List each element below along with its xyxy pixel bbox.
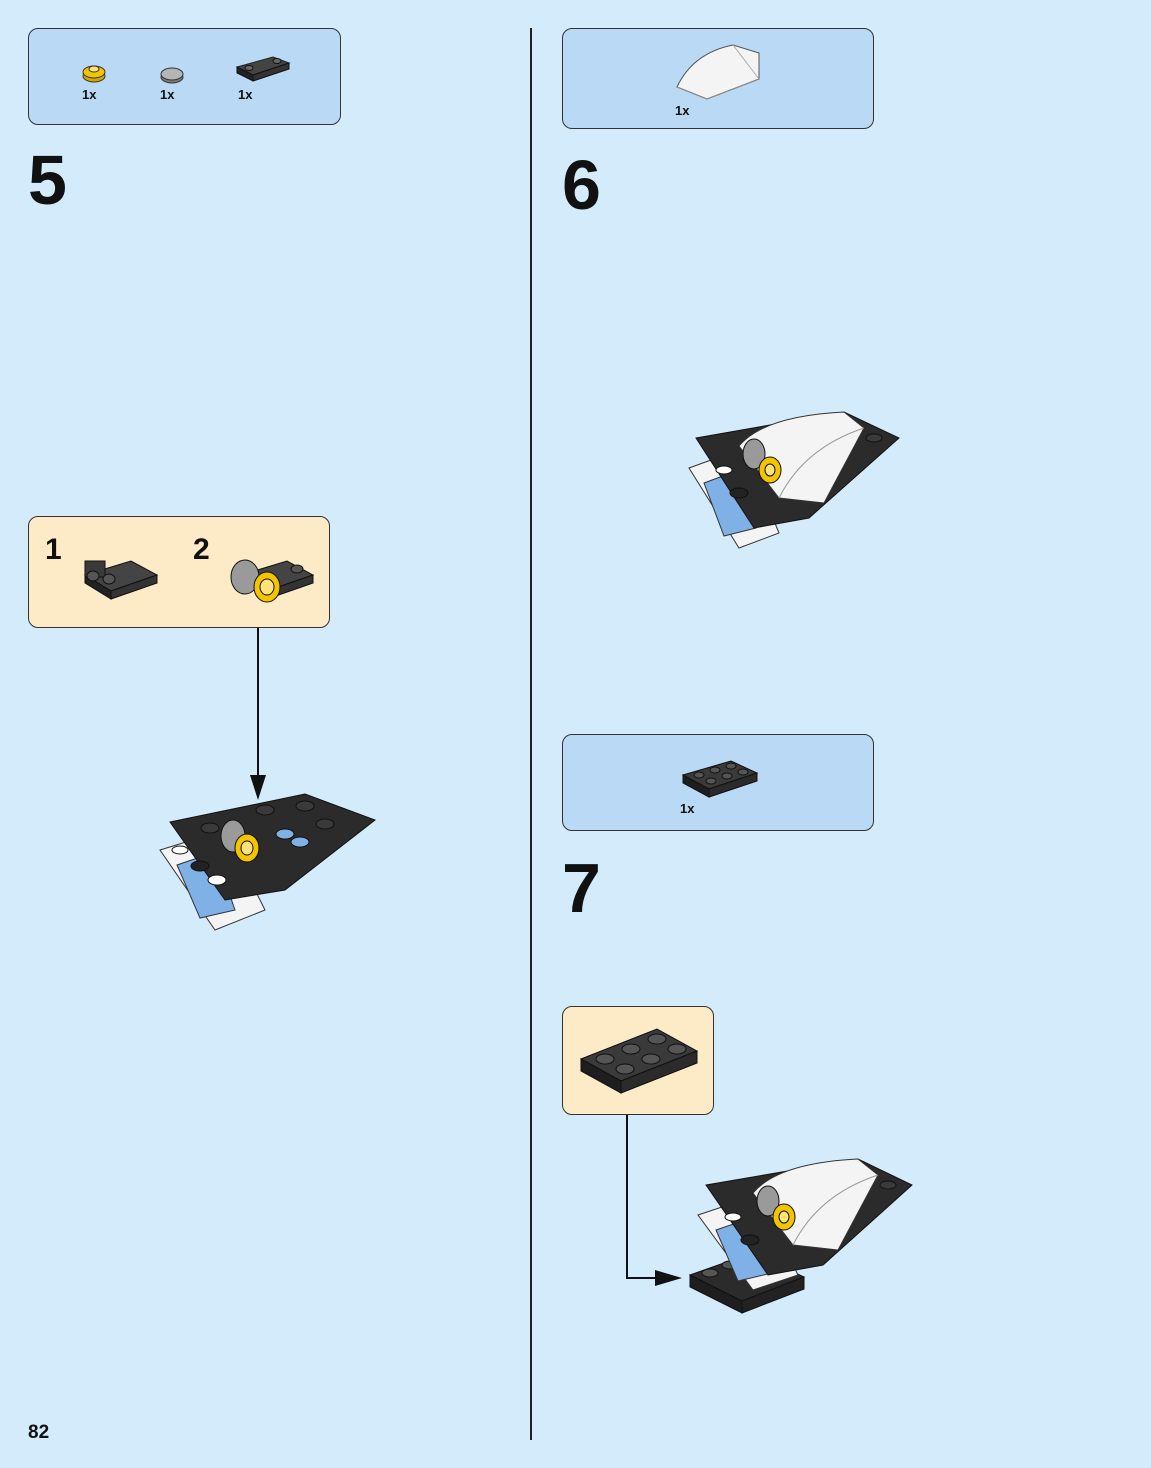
part-qty: 1x	[160, 87, 175, 102]
step-number: 7	[562, 849, 601, 927]
step5-model-illustration	[159, 793, 377, 931]
white-curved-slope-icon	[676, 44, 760, 100]
page-number: 82	[28, 1422, 50, 1443]
part-qty: 1x	[680, 801, 695, 816]
part-qty: 1x	[82, 87, 97, 102]
yellow-round-plate-icon	[82, 65, 106, 83]
step7-subassembly-callout	[562, 1006, 714, 1115]
column-divider	[530, 28, 532, 1440]
part-qty: 1x	[238, 87, 253, 102]
substep-number: 1	[45, 533, 62, 566]
step5-parts-list: 1x 1x 1x	[28, 28, 341, 125]
substep-number: 2	[193, 533, 210, 566]
step-number: 6	[562, 146, 601, 224]
part-qty: 1x	[675, 103, 690, 118]
step7-parts-list: 1x	[562, 734, 874, 831]
black-bracket-plate-icon	[235, 56, 291, 82]
black-plate-2x3-icon	[579, 1028, 699, 1094]
step-number: 5	[28, 141, 67, 219]
step6-parts-list: 1x	[562, 28, 874, 129]
bracket-with-round-plates-icon	[230, 559, 315, 603]
black-plate-2x3-icon	[681, 760, 759, 798]
step7-model-illustration	[688, 1158, 913, 1314]
step6-model-illustration	[688, 411, 900, 549]
gray-round-tile-icon	[160, 67, 184, 84]
black-bracket-plate-icon	[83, 560, 159, 600]
step5-subassembly-callout: 1 2	[28, 516, 330, 628]
